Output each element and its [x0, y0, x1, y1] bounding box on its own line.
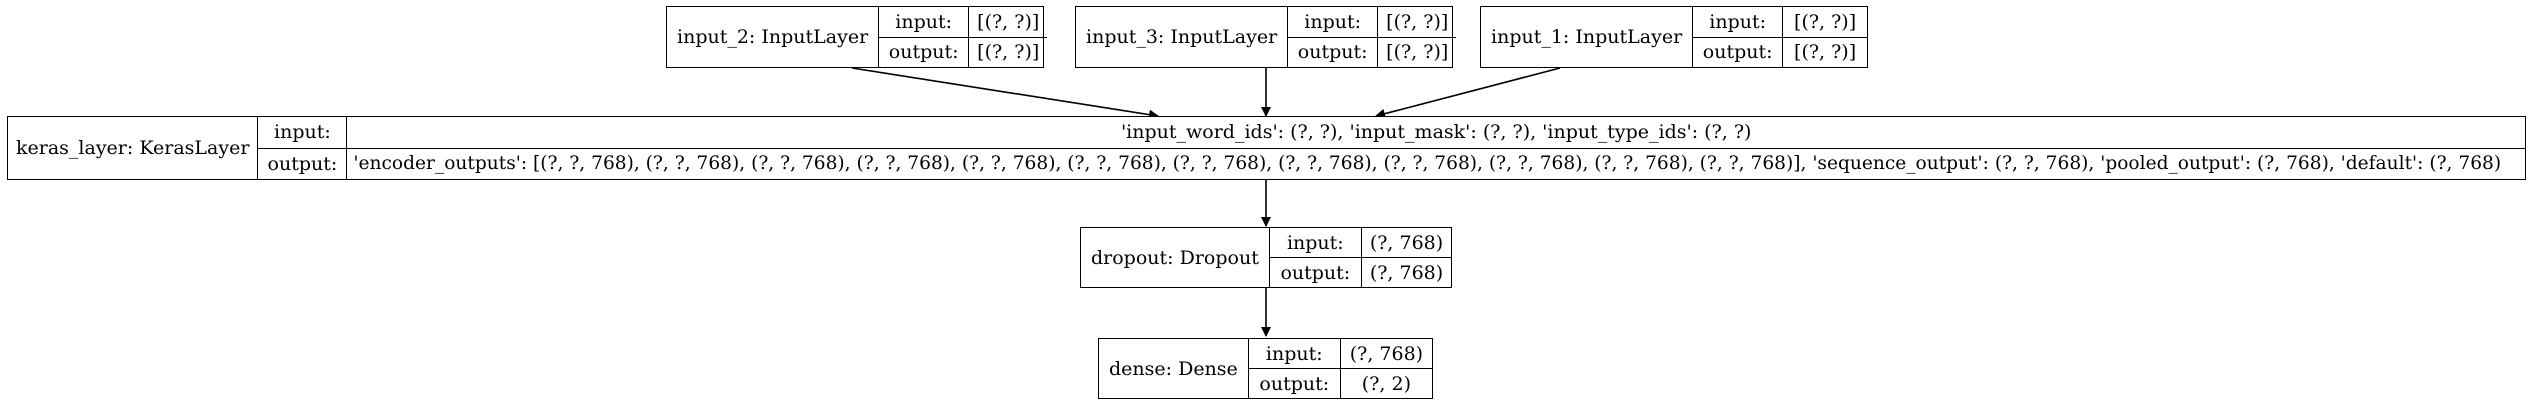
input-label: input: — [879, 7, 970, 37]
input-label: input: — [1249, 339, 1341, 368]
input-label: input: — [1693, 7, 1784, 37]
output-value: (?, 768) — [1369, 261, 1444, 284]
node-keras_layer: keras_layer: KerasLayer input: 'input_wo… — [7, 116, 2526, 180]
input-value: [(?, ?)] — [977, 10, 1040, 33]
edge-input_1-to-keras_layer — [1375, 67, 1561, 119]
output-label: output: — [879, 37, 970, 67]
output-value: (?, 2) — [1361, 372, 1411, 395]
output-value: [(?, ?)] — [1386, 41, 1449, 64]
node-dropout: dropout: Dropout input: (?, 768) output:… — [1080, 227, 1452, 288]
node-input_3: input_3: InputLayer input: [(?, ?)] outp… — [1075, 6, 1457, 68]
output-label: output: — [1288, 37, 1379, 67]
node-name: input_3: InputLayer — [1076, 7, 1289, 67]
node-name: keras_layer: KerasLayer — [8, 117, 259, 179]
input-value: (?, 768) — [1369, 231, 1444, 254]
input-label: input: — [1270, 228, 1362, 257]
output-label: output: — [1249, 369, 1341, 398]
output-label: output: — [258, 148, 348, 179]
output-label: output: — [1270, 258, 1362, 287]
node-name: input_2: InputLayer — [667, 7, 880, 67]
input-label: input: — [258, 117, 348, 148]
node-name: dropout: Dropout — [1081, 228, 1270, 287]
output-label: output: — [1693, 37, 1784, 67]
input-value: [(?, ?)] — [1794, 10, 1857, 33]
node-dense: dense: Dense input: (?, 768) output: (?,… — [1098, 338, 1433, 399]
output-value: [(?, ?)] — [1794, 41, 1857, 64]
input-value: [(?, ?)] — [1386, 10, 1449, 33]
node-name: input_1: InputLayer — [1481, 7, 1694, 67]
input-value: 'input_word_ids': (?, ?), 'input_mask': … — [1120, 121, 1752, 144]
edge-input_2-to-keras_layer — [851, 67, 1159, 120]
output-value: 'encoder_outputs': [(?, ?, 768), (?, ?, … — [353, 153, 2502, 175]
input-value: (?, 768) — [1349, 342, 1424, 365]
node-input_2: input_2: InputLayer input: [(?, ?)] outp… — [666, 6, 1048, 68]
output-value: [(?, ?)] — [977, 41, 1040, 64]
node-name: dense: Dense — [1099, 339, 1249, 398]
input-label: input: — [1288, 7, 1379, 37]
node-input_1: input_1: InputLayer input: [(?, ?)] outp… — [1480, 6, 1868, 68]
